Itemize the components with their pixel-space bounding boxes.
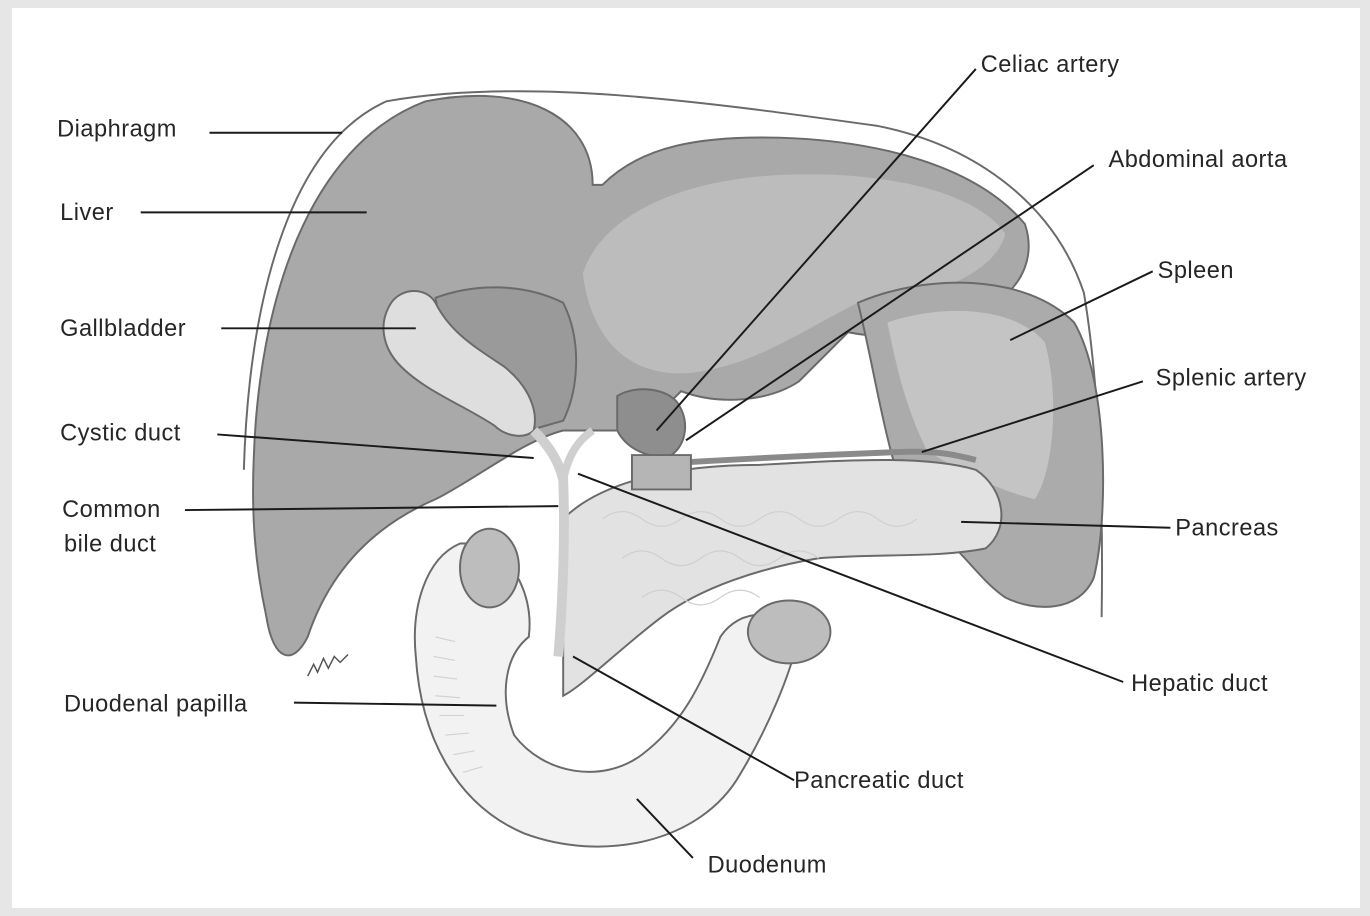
label-abdominal-aorta: Abdominal aorta bbox=[1108, 146, 1287, 172]
celiac-artery-shape bbox=[617, 389, 685, 456]
label-hepatic-duct: Hepatic duct bbox=[1131, 670, 1268, 696]
label-duodenal-papilla: Duodenal papilla bbox=[64, 690, 248, 716]
label-diaphragm: Diaphragm bbox=[57, 116, 177, 142]
hepatic-duct-shape bbox=[563, 430, 592, 479]
label-splenic-artery: Splenic artery bbox=[1156, 364, 1307, 390]
label-gallbladder: Gallbladder bbox=[60, 315, 186, 341]
label-common-bile-duct-1: Common bbox=[62, 496, 161, 522]
jejunum-cut-end bbox=[748, 600, 831, 663]
anatomy-illustration: Diaphragm Liver Gallbladder Cystic duct … bbox=[12, 8, 1360, 908]
label-celiac-artery: Celiac artery bbox=[981, 51, 1120, 77]
label-spleen: Spleen bbox=[1158, 257, 1234, 283]
label-pancreas: Pancreas bbox=[1175, 515, 1279, 541]
label-liver: Liver bbox=[60, 199, 114, 225]
bile-duct-shape bbox=[534, 430, 564, 656]
label-cystic-duct: Cystic duct bbox=[60, 419, 181, 445]
anatomy-figure: Diaphragm Liver Gallbladder Cystic duct … bbox=[12, 8, 1360, 908]
label-duodenum: Duodenum bbox=[708, 852, 827, 878]
label-common-bile-duct-2: bile duct bbox=[64, 530, 156, 556]
artist-signature bbox=[308, 655, 348, 677]
label-pancreatic-duct: Pancreatic duct bbox=[794, 767, 964, 793]
abdominal-aorta-shape bbox=[632, 455, 691, 489]
duodenum-end bbox=[460, 529, 519, 608]
